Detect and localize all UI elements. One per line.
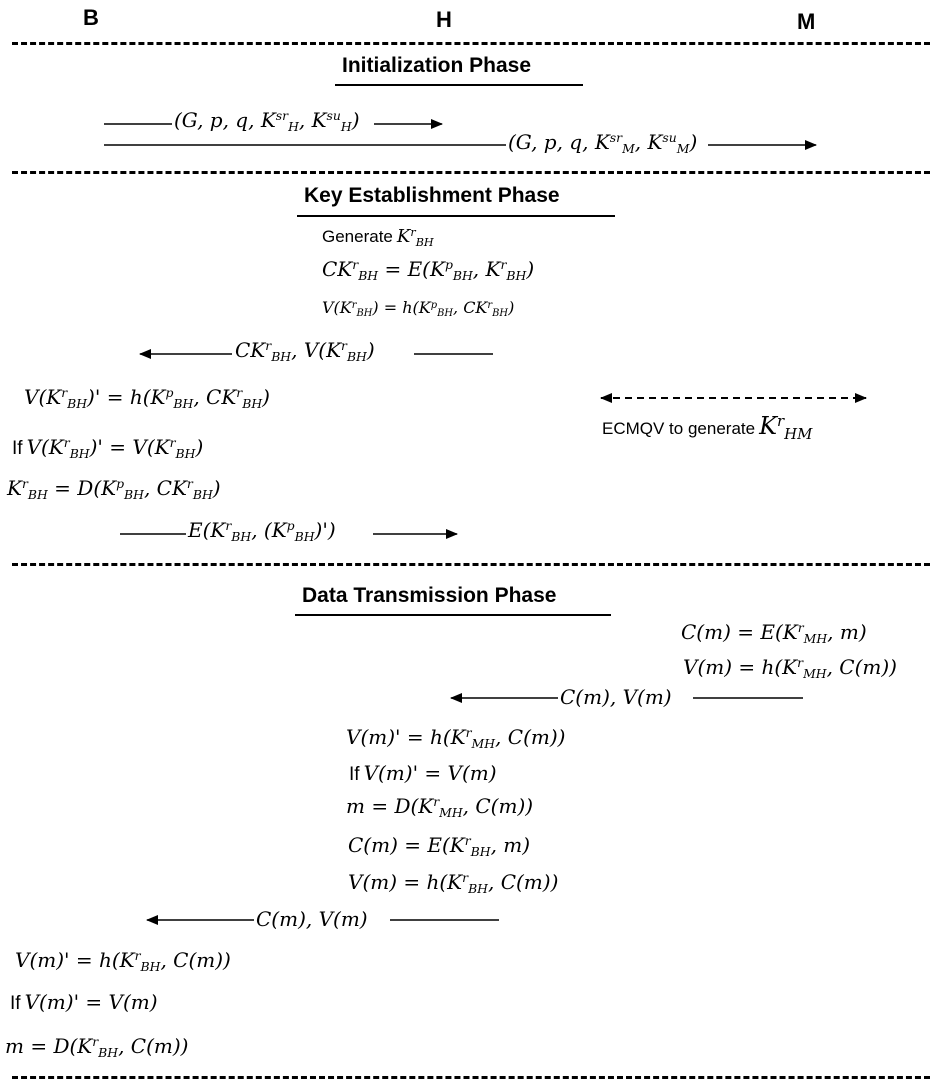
phase-title-key-establishment: Key Establishment Phase (304, 184, 560, 207)
data-b-v-equation: V(m)' = h(KrBH, C(m)) (15, 948, 231, 975)
generate-text: Generate (322, 227, 393, 246)
key-b-v-equation: V(KrBH)' = h(KpBH, CKrBH) (24, 385, 270, 412)
if-expr: V(KrBH)' = V(KrBH) (26, 435, 204, 462)
key-b-if-line: If V(KrBH)' = V(KrBH) (12, 435, 204, 462)
key-message-to-h: E(KrBH, (KpBH)') (188, 518, 336, 545)
data-h-v-equation: V(m)' = h(KrMH, C(m)) (346, 725, 566, 752)
key-b-k-equation: KrBH = D(KpBH, CKrBH) (7, 476, 221, 503)
data-b-if-line: If V(m)' = V(m) (10, 992, 158, 1013)
ecmqv-expr: KrHM (759, 411, 813, 444)
data-message-m-to-h: C(m), V(m) (560, 685, 672, 709)
data-h-if-line: If V(m)' = V(m) (349, 763, 497, 784)
key-message-to-b: CKrBH, V(KrBH) (235, 338, 375, 365)
party-h-label: H (436, 7, 452, 32)
init-message-h: (G, p, q, KsrH, KsuH) (174, 108, 360, 135)
separator-init-key (12, 171, 930, 174)
phase-title-initialization: Initialization Phase (342, 54, 532, 77)
phase-title-underline (297, 215, 615, 217)
data-h-v2-equation: V(m) = h(KrBH, C(m)) (348, 870, 559, 897)
data-m-v-equation: V(m) = h(KrMH, C(m)) (683, 655, 897, 682)
data-h-c-equation: C(m) = E(KrBH, m) (348, 833, 531, 860)
separator-bottom (12, 1076, 930, 1079)
if-text: If (349, 764, 360, 785)
ecmqv-text: ECMQV to generate (602, 419, 756, 438)
phase-title-data-transmission: Data Transmission Phase (302, 584, 557, 607)
key-generate-line: Generate KrBH (322, 225, 434, 249)
separator-top (12, 42, 930, 45)
phase-title-underline (335, 84, 583, 86)
data-message-h-to-b: C(m), V(m) (256, 907, 368, 931)
key-v-equation: V(KrBH) = h(KpBH, CKrBH) (322, 298, 515, 320)
separator-key-data (12, 563, 930, 566)
data-m-c-equation: C(m) = E(KrMH, m) (681, 620, 867, 647)
data-b-m-equation: m = D(KrBH, C(m)) (5, 1034, 189, 1061)
if-text: If (12, 438, 23, 459)
if-expr: V(m)' = V(m) (24, 990, 158, 1014)
if-expr: V(m)' = V(m) (363, 761, 497, 785)
party-m-label: M (797, 9, 816, 34)
party-b-label: B (83, 5, 99, 30)
phase-title-underline (295, 614, 611, 616)
data-h-m-equation: m = D(KrMH, C(m)) (346, 794, 534, 821)
ecmqv-label: ECMQV to generate KrHM (602, 411, 813, 444)
init-message-m: (G, p, q, KsrM, KsuM) (508, 130, 698, 157)
key-ck-equation: CKrBH = E(KpBH, KrBH) (322, 257, 535, 284)
generate-expr: KrBH (396, 225, 434, 249)
if-text: If (10, 993, 21, 1014)
